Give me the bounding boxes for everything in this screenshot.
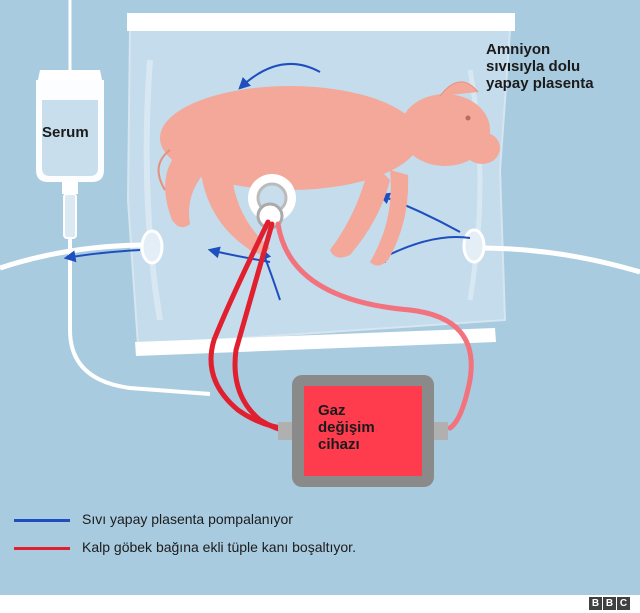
lamb	[157, 81, 500, 266]
device-label-line: Gaz	[318, 402, 346, 419]
gas-exchange-device	[278, 375, 448, 487]
legend: Sıvı yapay plasenta pompalanıyor Kalp gö…	[14, 508, 614, 564]
serum-label: Serum	[42, 124, 89, 141]
legend-item-fluid: Sıvı yapay plasenta pompalanıyor	[14, 508, 614, 536]
left-valve	[140, 229, 164, 265]
gas-exchange-device-label: Gaz değişim cihazı	[318, 402, 408, 453]
legend-swatch-red	[14, 547, 70, 550]
serum-bag	[36, 0, 211, 396]
bbc-logo-block: B	[603, 597, 616, 610]
placenta-label-line: sıvısıyla dolu	[486, 58, 581, 75]
drip-chamber	[63, 193, 77, 239]
bbc-logo-block: C	[617, 597, 630, 610]
legend-text-blood: Kalp göbek bağına ekli tüple kanı boşalt…	[82, 539, 356, 555]
diagram-art	[0, 0, 640, 487]
bag-top-seal	[127, 13, 515, 31]
bbc-logo: B B C	[589, 597, 630, 610]
device-label-line: cihazı	[318, 436, 360, 453]
diagram-scene: Amniyon sıvısıyla dolu yapay plasenta Se…	[0, 0, 640, 595]
artificial-placenta-label: Amniyon sıvısıyla dolu yapay plasenta	[486, 41, 636, 92]
device-label-line: değişim	[318, 419, 375, 436]
right-valve	[462, 228, 486, 264]
bag-bottom-seal	[135, 328, 496, 356]
legend-swatch-blue	[14, 519, 70, 522]
fluid-flow-arrows	[63, 63, 471, 301]
legend-item-blood: Kalp göbek bağına ekli tüple kanı boşalt…	[14, 536, 614, 564]
blood-tubes	[208, 219, 474, 435]
legend-text-fluid: Sıvı yapay plasenta pompalanıyor	[82, 511, 293, 527]
serum-line	[68, 238, 211, 396]
bbc-logo-block: B	[589, 597, 602, 610]
placenta-label-line: Amniyon	[486, 41, 551, 58]
placenta-label-line: yapay plasenta	[486, 75, 594, 92]
